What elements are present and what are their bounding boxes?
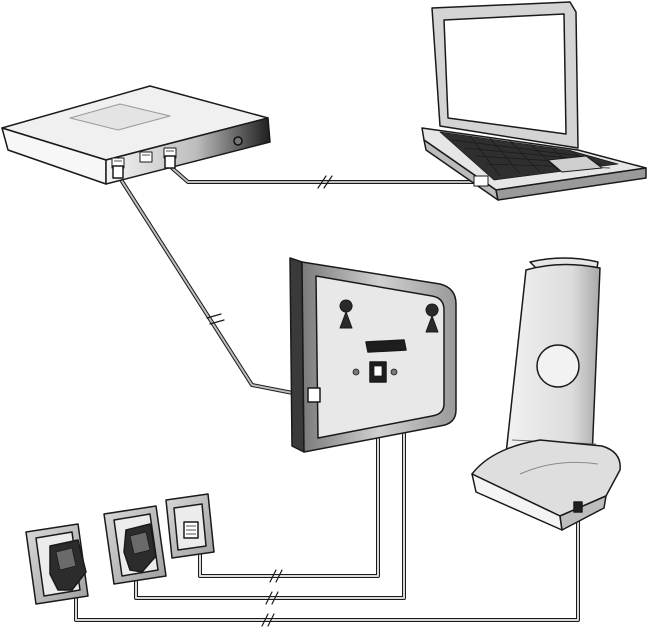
cable-break-mark [269, 569, 283, 583]
power-socket-charger [25, 523, 89, 605]
base-lan-jack [307, 387, 321, 403]
cable-break-mark [265, 591, 279, 605]
router [1, 85, 271, 185]
lan-plug [112, 165, 124, 179]
lan-cable-router-base [116, 173, 310, 398]
handset-navigation-key [536, 344, 580, 388]
power-socket-base [103, 505, 167, 585]
phone-cord-base-socket [198, 380, 380, 583]
telephone-socket [165, 493, 215, 559]
wall-mount-hole [425, 303, 439, 333]
charger-cradle [471, 439, 621, 531]
laptop-screen [443, 13, 567, 135]
lan-plug [164, 155, 176, 169]
charger-cable-outlet [573, 501, 583, 513]
cable-break-mark [317, 175, 333, 189]
lan-plug [473, 175, 489, 187]
router-power-button [233, 136, 243, 146]
laptop-touchpad [547, 155, 603, 173]
wall-mount-hole [339, 299, 353, 329]
lan-cable-router-laptop [170, 166, 490, 189]
cable-channel [365, 339, 407, 353]
base-station [289, 257, 457, 453]
cables [74, 166, 580, 627]
cable-break-mark [261, 613, 275, 627]
cable-break-mark [206, 313, 225, 325]
power-cable-base [134, 390, 406, 605]
power-cable-charger [74, 508, 580, 627]
laptop [421, 1, 647, 201]
base-back-panel [315, 275, 445, 439]
handset [505, 257, 601, 462]
